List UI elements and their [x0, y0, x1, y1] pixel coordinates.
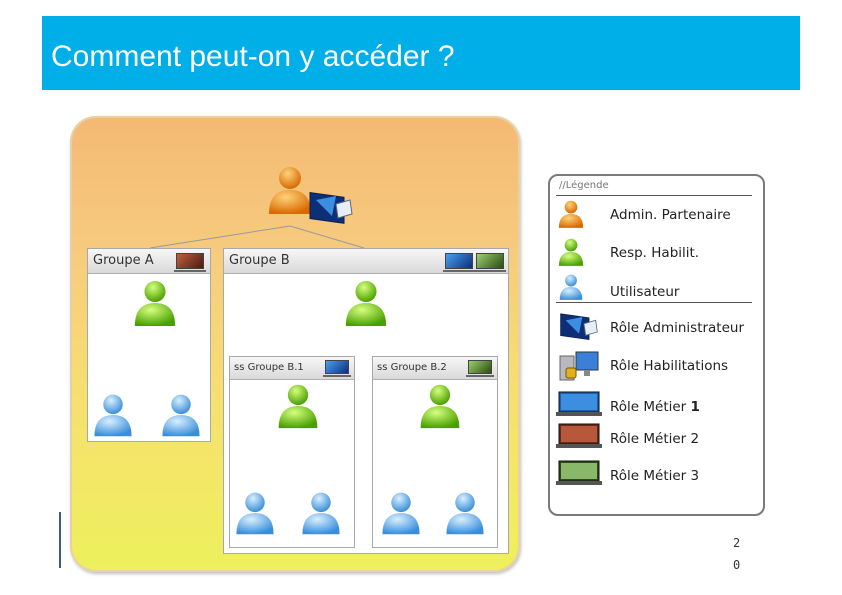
legend-item-label: Rôle Métier 2 [610, 431, 699, 447]
standard-user-icon [556, 273, 600, 299]
metier-1-laptop-icon [556, 390, 600, 416]
legend-divider [556, 302, 752, 303]
legend-item-label: Rôle Métier 1 [610, 399, 700, 415]
standard-user-icon [90, 392, 136, 443]
habilitation-manager-user-icon [343, 278, 389, 333]
subgroup-b2-header: ss Groupe B.2 [373, 357, 497, 380]
page-number-digit: 0 [733, 558, 740, 572]
group-a-header: Groupe A [88, 249, 210, 274]
legend-panel: //Légende Admin. Partenaire Resp. Habili… [548, 174, 765, 516]
legend-item-label: Rôle Métier 3 [610, 468, 699, 484]
legend-item-label: Utilisateur [610, 284, 679, 300]
habilitation-role-computer-icon [556, 350, 600, 376]
title-bar: Comment peut-on y accéder ? [42, 16, 800, 90]
admin-partner-user-icon [556, 199, 600, 225]
legend-item-label: Rôle Administrateur [610, 320, 744, 336]
legend-divider [556, 195, 752, 196]
legend-item-label: Resp. Habilit. [610, 245, 699, 261]
subgroup-b2-label: ss Groupe B.2 [377, 362, 447, 373]
group-b-header: Groupe B [224, 249, 508, 274]
metier-3-laptop-icon [468, 360, 492, 374]
legend-title: //Légende [559, 180, 609, 191]
habilitation-manager-user-icon [417, 382, 463, 435]
hierarchy-diagram: Groupe A Groupe B [70, 116, 520, 572]
standard-user-icon [230, 490, 280, 541]
standard-user-icon [158, 392, 204, 443]
metier-2-laptop-icon [556, 422, 600, 448]
standard-user-icon [296, 490, 346, 541]
standard-user-icon [440, 490, 490, 541]
legend-item-label: Admin. Partenaire [610, 207, 731, 223]
metier-1-laptop-icon [325, 360, 349, 374]
metier-1-laptop-icon [445, 253, 473, 269]
habilitation-manager-user-icon [132, 278, 178, 333]
admin-role-monitor-icon [306, 190, 354, 231]
subgroup-b1-header: ss Groupe B.1 [230, 357, 354, 380]
habilitation-manager-user-icon [275, 382, 321, 435]
legend-item-number: 1 [691, 399, 700, 415]
legend-item-label: Rôle Habilitations [610, 358, 728, 374]
subgroup-b1-label: ss Groupe B.1 [234, 362, 304, 373]
metier-3-laptop-icon [176, 253, 204, 269]
metier-3-laptop-icon [476, 253, 504, 269]
group-b-label: Groupe B [229, 253, 290, 268]
page-number-digit: 2 [733, 536, 740, 550]
metier-3-laptop-icon [556, 459, 600, 485]
admin-role-monitor-icon [556, 312, 600, 338]
group-a-label: Groupe A [93, 253, 154, 268]
habilitation-manager-user-icon [556, 237, 600, 263]
standard-user-icon [376, 490, 426, 541]
decorative-divider [59, 512, 61, 568]
page-title: Comment peut-on y accéder ? [51, 40, 455, 74]
